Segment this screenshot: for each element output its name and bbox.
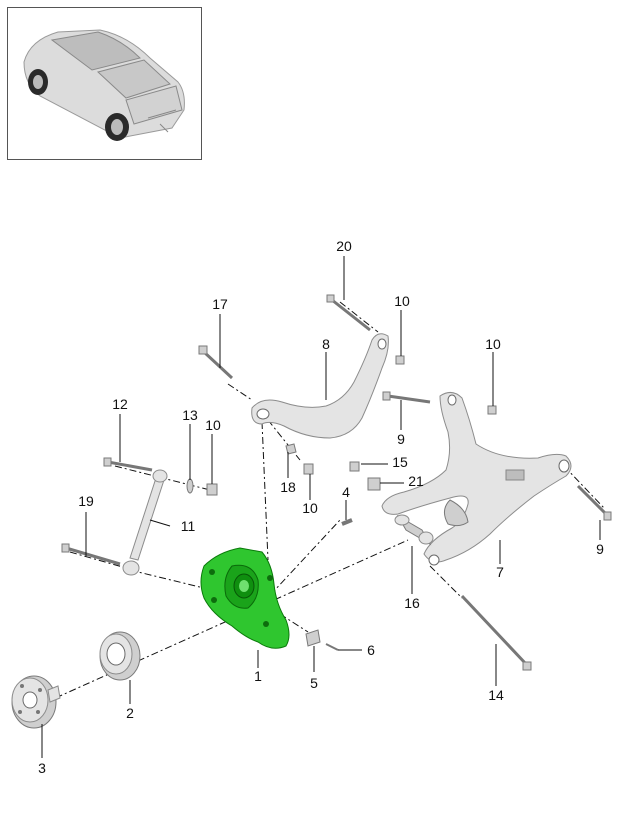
callout-9: 9 (397, 431, 405, 447)
part-9-bolt-upper (382, 391, 431, 404)
callout-labels: 20 17 10 10 8 9 12 13 10 15 21 18 10 4 1… (38, 238, 604, 776)
callout-16: 16 (404, 595, 420, 611)
part-2-wheel-bearing (99, 631, 141, 681)
part-7-lower-wishbone (381, 392, 572, 566)
part-13-washer (186, 478, 194, 494)
part-9-bolt-right (576, 484, 612, 521)
part-11-track-rod (122, 469, 168, 576)
part-10-nut-top (395, 355, 405, 365)
callout-5: 5 (310, 675, 318, 691)
part-18-washer (285, 443, 297, 455)
callout-10: 10 (302, 500, 318, 516)
callout-19: 19 (78, 493, 94, 509)
part-19-bolt (61, 543, 121, 566)
callout-8: 8 (322, 336, 330, 352)
part-8-upper-control-arm (251, 333, 389, 439)
callout-11: 11 (181, 518, 196, 534)
callout-1: 1 (254, 668, 262, 684)
part-4-bolt (341, 518, 353, 526)
part-14-bolt (460, 594, 532, 671)
part-5-bolt (305, 629, 321, 647)
part-20-bolt (326, 294, 371, 332)
part-1-wheel-carrier (200, 547, 290, 649)
callout-3: 3 (38, 760, 46, 776)
part-10-nut-left (206, 483, 218, 496)
callout-2: 2 (126, 705, 134, 721)
leader-lines (41, 256, 601, 758)
car-thumbnail-icon (23, 29, 185, 141)
part-17-bolt (198, 345, 234, 380)
part-12-bolt (103, 457, 153, 472)
callout-12: 12 (112, 396, 128, 412)
part-15-nut (349, 461, 360, 472)
callout-18: 18 (280, 479, 296, 495)
part-3-wheel-hub (11, 675, 61, 729)
part-10-nut-right (487, 405, 497, 415)
callout-10: 10 (394, 293, 410, 309)
callout-20: 20 (336, 238, 352, 254)
callout-21: 21 (408, 473, 424, 489)
callout-9: 9 (596, 541, 604, 557)
callout-13: 13 (182, 407, 198, 423)
part-10-nut-middle (303, 463, 314, 475)
callout-10: 10 (485, 336, 501, 352)
vehicle-thumbnail (7, 7, 202, 160)
callout-14: 14 (488, 687, 504, 703)
callout-10: 10 (205, 417, 221, 433)
part-16-bushing (394, 514, 434, 546)
part-21-bushing (367, 477, 381, 491)
callout-7: 7 (496, 564, 504, 580)
callout-6: 6 (367, 642, 375, 658)
callout-4: 4 (342, 484, 350, 500)
callout-15: 15 (392, 454, 408, 470)
part-6-screw (325, 643, 339, 651)
callout-17: 17 (212, 296, 228, 312)
